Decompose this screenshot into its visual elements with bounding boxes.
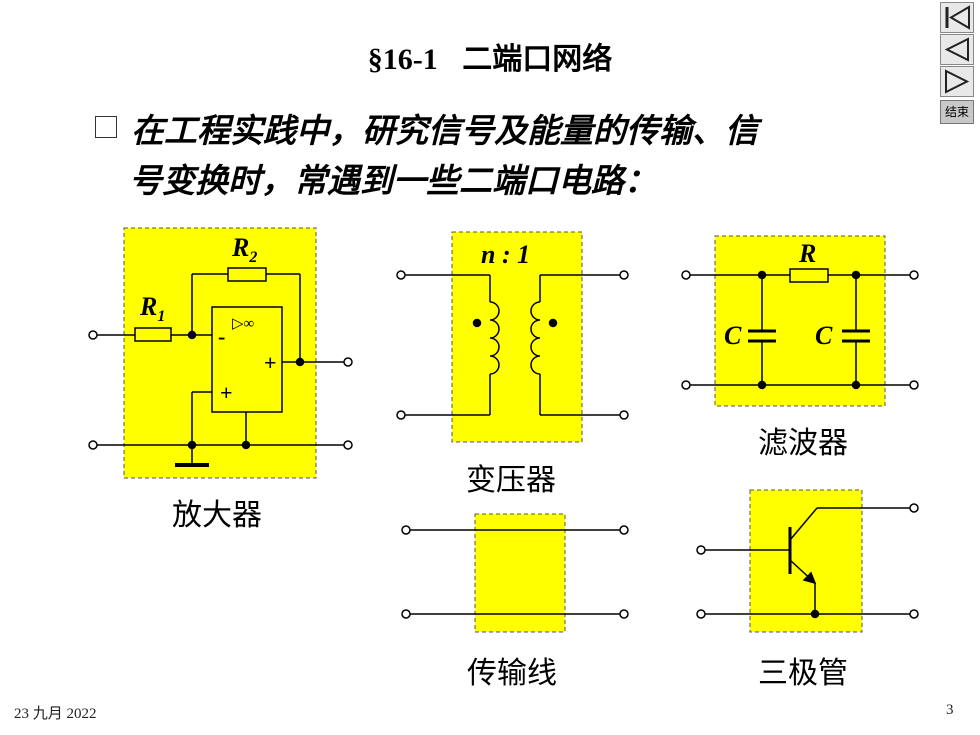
- section-number: §16-1: [367, 43, 438, 76]
- label-turns-ratio: n : 1: [481, 240, 530, 269]
- opamp-plus-input: +: [220, 380, 233, 405]
- label-r-filter: R: [798, 239, 816, 268]
- bullet-line-2: 号变换时，常遇到一些二端口电路：: [129, 154, 657, 202]
- caption-transmission-line: 传输线: [467, 656, 557, 691]
- label-r2: R2: [231, 233, 257, 266]
- caption-transformer: 变压器: [466, 463, 556, 498]
- opamp-symbol: ▷∞: [232, 316, 254, 332]
- slide-title: §16-1 二端口网络: [0, 34, 980, 78]
- bullet-line-1: 在工程实践中，研究信号及能量的传输、信: [95, 104, 758, 152]
- footer-date: 23 九月 2022: [14, 706, 97, 722]
- first-slide-icon: [945, 5, 970, 30]
- section-title: 二端口网络: [462, 42, 613, 77]
- filter-circuit: [681, 235, 919, 407]
- first-slide-button[interactable]: [940, 2, 974, 33]
- transmission-line-circuit: [401, 513, 629, 633]
- amplifier-circuit: [88, 227, 353, 479]
- caption-amplifier: 放大器: [172, 498, 262, 533]
- transistor-circuit: [696, 489, 919, 633]
- next-slide-button[interactable]: [940, 66, 974, 97]
- caption-transistor: 三极管: [758, 656, 848, 691]
- next-slide-icon: [945, 69, 970, 94]
- label-c1: C: [724, 321, 742, 350]
- bullet-text-2: 号变换时，常遇到一些二端口电路：: [129, 161, 657, 200]
- label-r1: R1: [139, 292, 165, 325]
- previous-slide-icon: [944, 37, 969, 62]
- opamp-plus-output: +: [264, 350, 277, 375]
- caption-filter: 滤波器: [758, 426, 848, 461]
- transformer-circuit: [396, 231, 629, 443]
- page-number: 3: [946, 702, 954, 718]
- bullet-text-1: 在工程实践中，研究信号及能量的传输、信: [131, 111, 758, 150]
- opamp-minus: -: [218, 324, 225, 349]
- label-c2: C: [815, 321, 833, 350]
- bullet-icon: [95, 116, 117, 138]
- previous-slide-button[interactable]: [940, 34, 974, 65]
- end-show-button[interactable]: 结束: [940, 100, 974, 124]
